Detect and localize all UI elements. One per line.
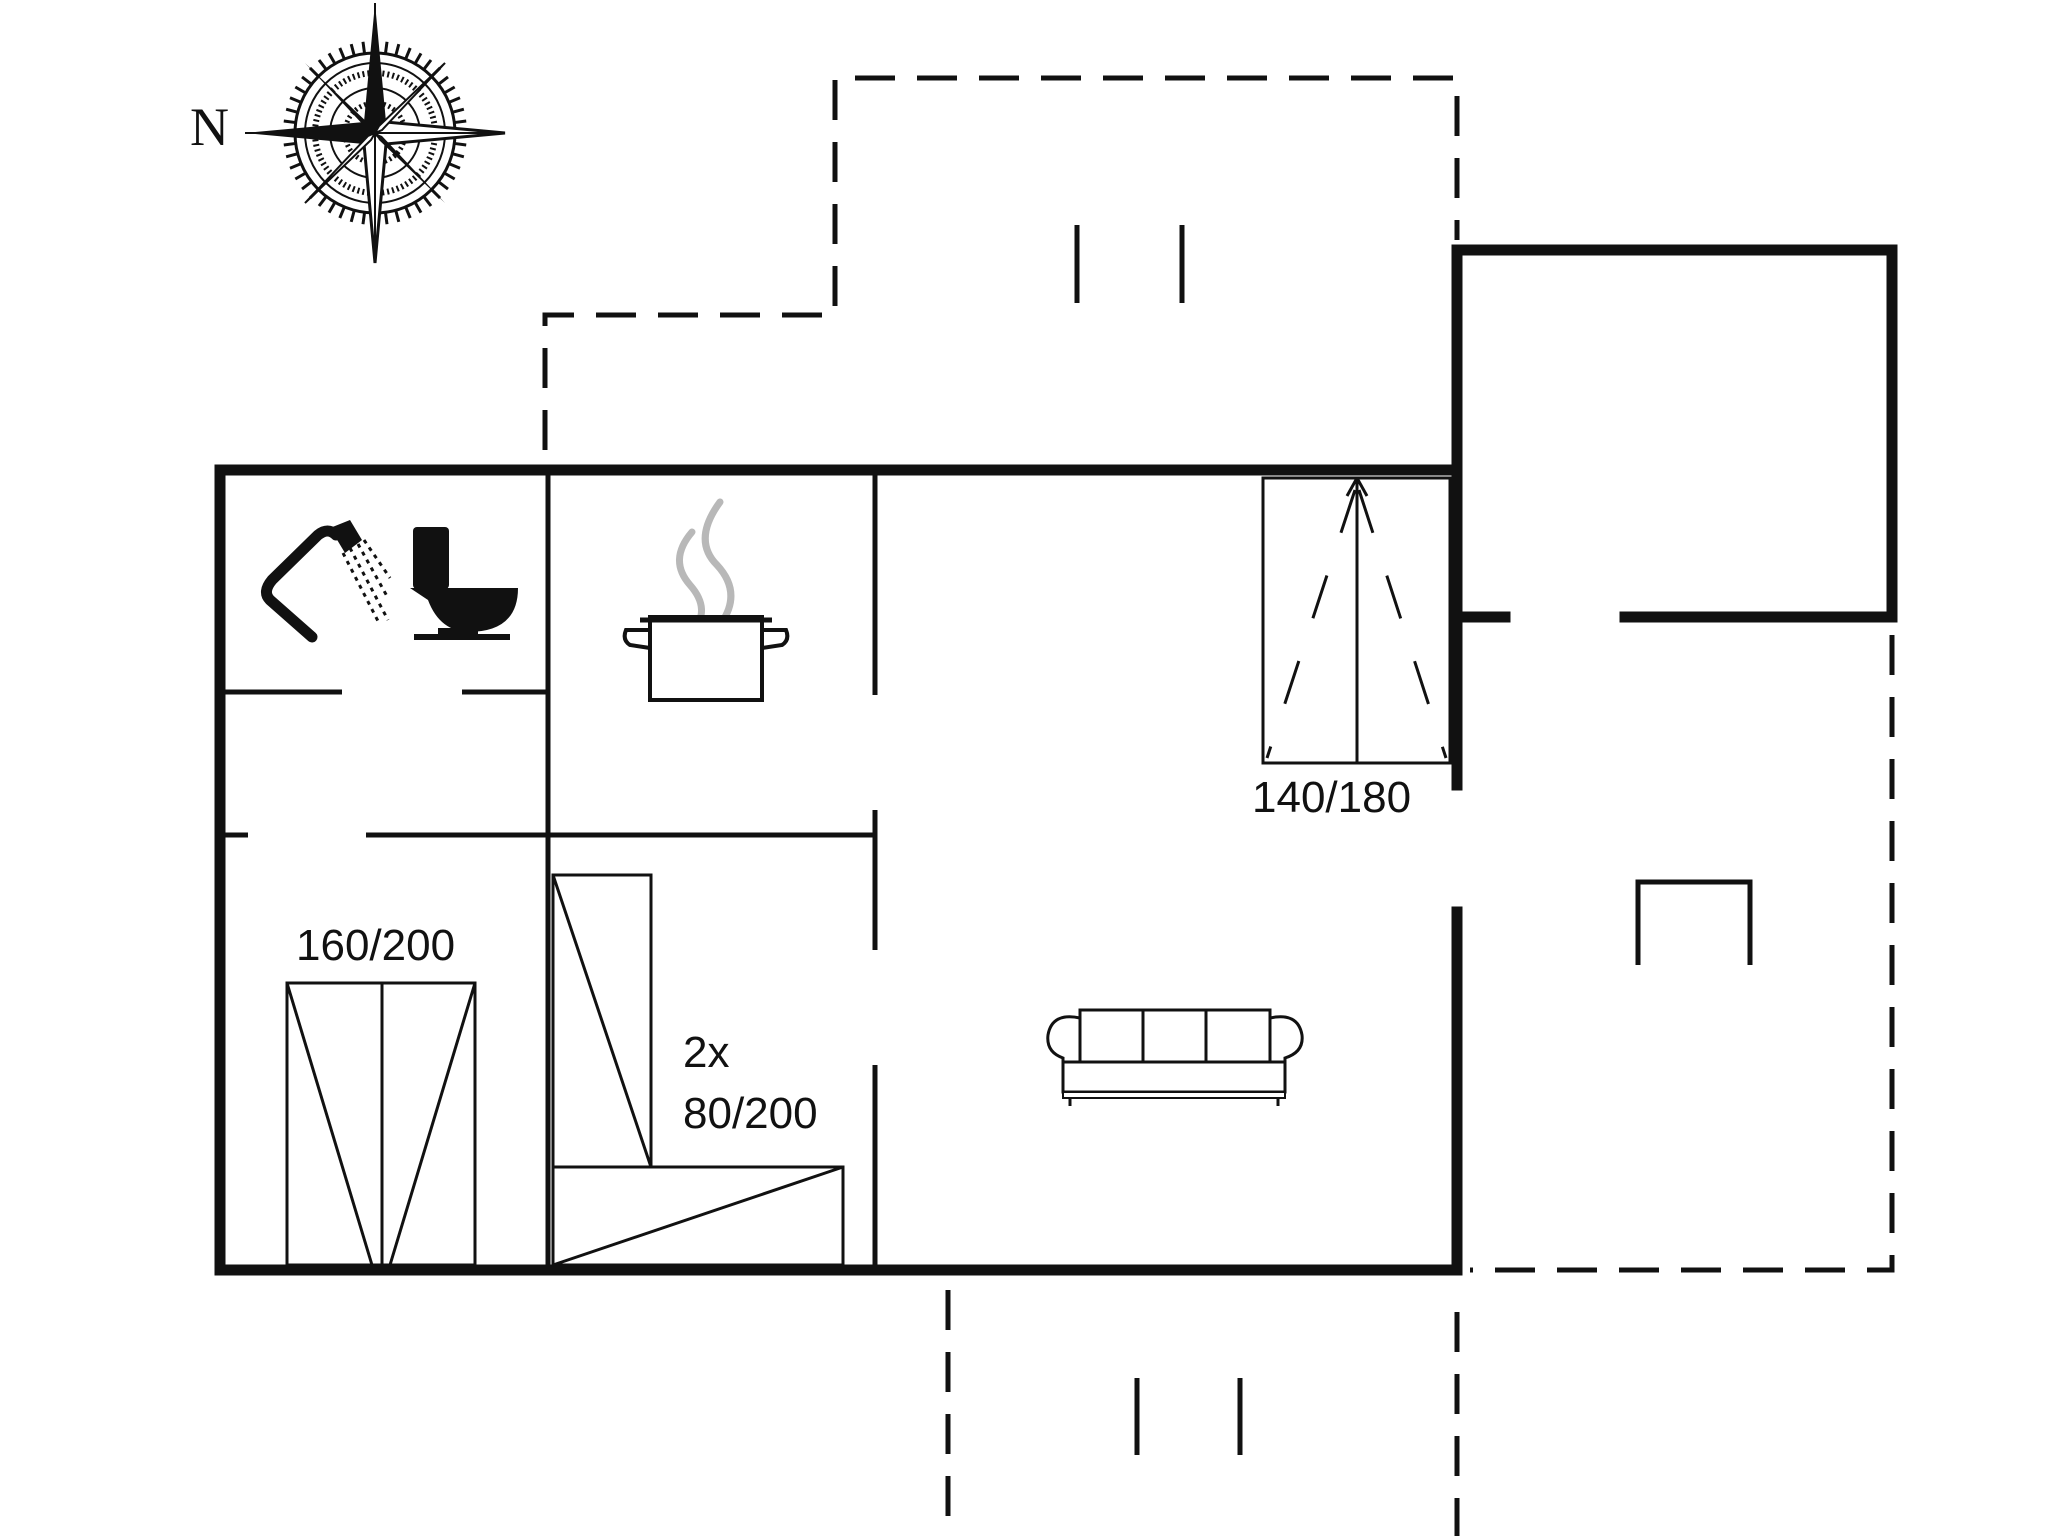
compass-tick — [404, 47, 412, 60]
double-bed-icon — [285, 981, 477, 1267]
compass-tick — [283, 141, 296, 147]
compass-tick — [454, 119, 467, 125]
compass-tick — [422, 59, 433, 71]
compass-tick — [283, 119, 296, 125]
bed-count-label: 2x — [683, 1028, 729, 1077]
bed-size-160-200: 160/200 — [296, 921, 455, 970]
sofa-icon — [1046, 1008, 1304, 1106]
compass-tick — [448, 162, 461, 170]
sofa-bed-fold-line — [1357, 489, 1448, 759]
compass-tick — [361, 212, 367, 225]
compass-tick — [422, 195, 433, 207]
sofa-bed-fold-line — [1265, 489, 1357, 759]
compass-tick — [301, 180, 313, 191]
compass-tick — [394, 209, 401, 223]
compass-tick — [437, 75, 449, 86]
compass-tick — [394, 43, 401, 57]
compass-tick — [289, 162, 302, 170]
sofa-bed-icon — [1261, 476, 1452, 765]
compass-tick — [327, 201, 337, 214]
compass-tick — [383, 212, 389, 225]
compass-tick — [294, 171, 307, 181]
single-beds-icon — [551, 873, 845, 1267]
north-label: N — [190, 97, 229, 157]
compass-tick — [443, 85, 456, 95]
compass-tick — [437, 180, 449, 191]
compass-tick — [404, 206, 412, 219]
compass-tick — [451, 107, 465, 114]
interior-walls — [225, 470, 878, 1270]
shower-icon — [261, 520, 392, 643]
compass-tick — [338, 206, 346, 219]
compass-tick — [451, 152, 465, 159]
bed-size-140-180: 140/180 — [1252, 773, 1411, 822]
compass-tick — [361, 41, 367, 54]
compass-tick — [413, 52, 423, 65]
toilet-icon — [410, 527, 518, 640]
terrace-bottom — [945, 1290, 1460, 1536]
outer-walls — [214, 464, 1463, 1276]
compass-tick — [383, 41, 389, 54]
compass-tick — [349, 209, 356, 223]
compass-tick — [443, 171, 456, 181]
terrace-top — [542, 75, 1460, 450]
compass-tick — [327, 52, 337, 65]
compass-tick — [317, 195, 328, 207]
annex-walls — [1451, 244, 1898, 623]
compass-tick — [448, 96, 461, 104]
compass-tick — [285, 107, 299, 114]
compass-tick — [289, 96, 302, 104]
compass-tick — [349, 43, 356, 57]
compass-tick — [294, 85, 307, 95]
bed-size-80-200: 80/200 — [683, 1089, 818, 1138]
compass-tick — [338, 47, 346, 60]
compass-tick — [317, 59, 328, 71]
cooking-pot-icon — [622, 498, 790, 702]
compass-tick — [301, 75, 313, 86]
compass-tick — [413, 201, 423, 214]
compass-rose-icon — [245, 3, 506, 264]
terrace-right — [1470, 635, 1895, 1273]
compass-tick — [285, 152, 299, 159]
compass-tick — [454, 141, 467, 147]
